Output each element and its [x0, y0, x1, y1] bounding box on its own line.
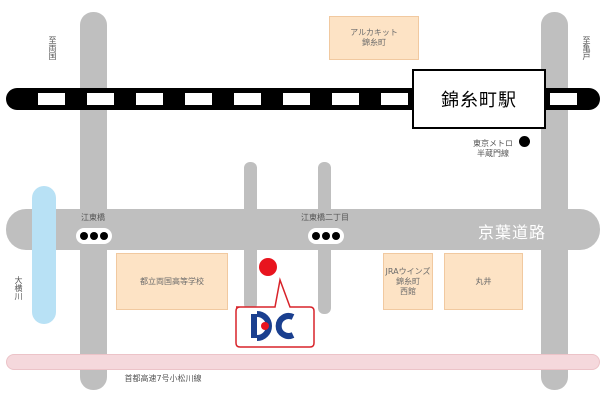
intersection-label: 江東橋二丁目: [301, 213, 349, 222]
location-marker-icon: [259, 258, 277, 276]
road-left: [80, 12, 107, 390]
signal-dot: [100, 232, 108, 240]
signal-dot: [332, 232, 340, 240]
signal-dot: [312, 232, 320, 240]
signal-dot: [90, 232, 98, 240]
rail-dash: [332, 93, 359, 105]
direction-east: 至亀戸: [582, 36, 591, 60]
signal-dot: [80, 232, 88, 240]
main-road-label: 京葉道路: [478, 223, 547, 242]
station-name: 錦糸町駅: [441, 90, 517, 111]
road-side-1: [244, 162, 257, 310]
landmark-marui: 丸井: [444, 253, 523, 310]
landmark-ryogoku-high-school: 都立両国高等学校: [116, 253, 228, 310]
rail-dash: [38, 93, 65, 105]
rc-logo-icon: [251, 311, 295, 341]
rail-dash: [185, 93, 212, 105]
rail-dash: [550, 93, 577, 105]
rail-dash: [136, 93, 163, 105]
rail-dash: [87, 93, 114, 105]
direction-west: 至両国: [48, 36, 57, 60]
rail-dash: [381, 93, 408, 105]
rail-dash: [283, 93, 310, 105]
station-box: 錦糸町駅: [412, 69, 546, 129]
highway: [6, 354, 600, 370]
river: [32, 186, 56, 324]
intersection-label: 江東橋: [81, 213, 105, 222]
metro-label: 東京メトロ 半蔵門線: [473, 139, 513, 158]
landmark-arcakit: アルカキット 錦糸町: [329, 16, 419, 60]
metro-station-dot: [519, 136, 530, 147]
highway-label: 首都高速7号小松川線: [124, 374, 202, 383]
rail-dash: [234, 93, 261, 105]
river-label: 大横川: [14, 276, 23, 300]
landmark-jra-wins: JRAウインズ 錦糸町 西館: [383, 253, 433, 310]
signal-dot: [322, 232, 330, 240]
